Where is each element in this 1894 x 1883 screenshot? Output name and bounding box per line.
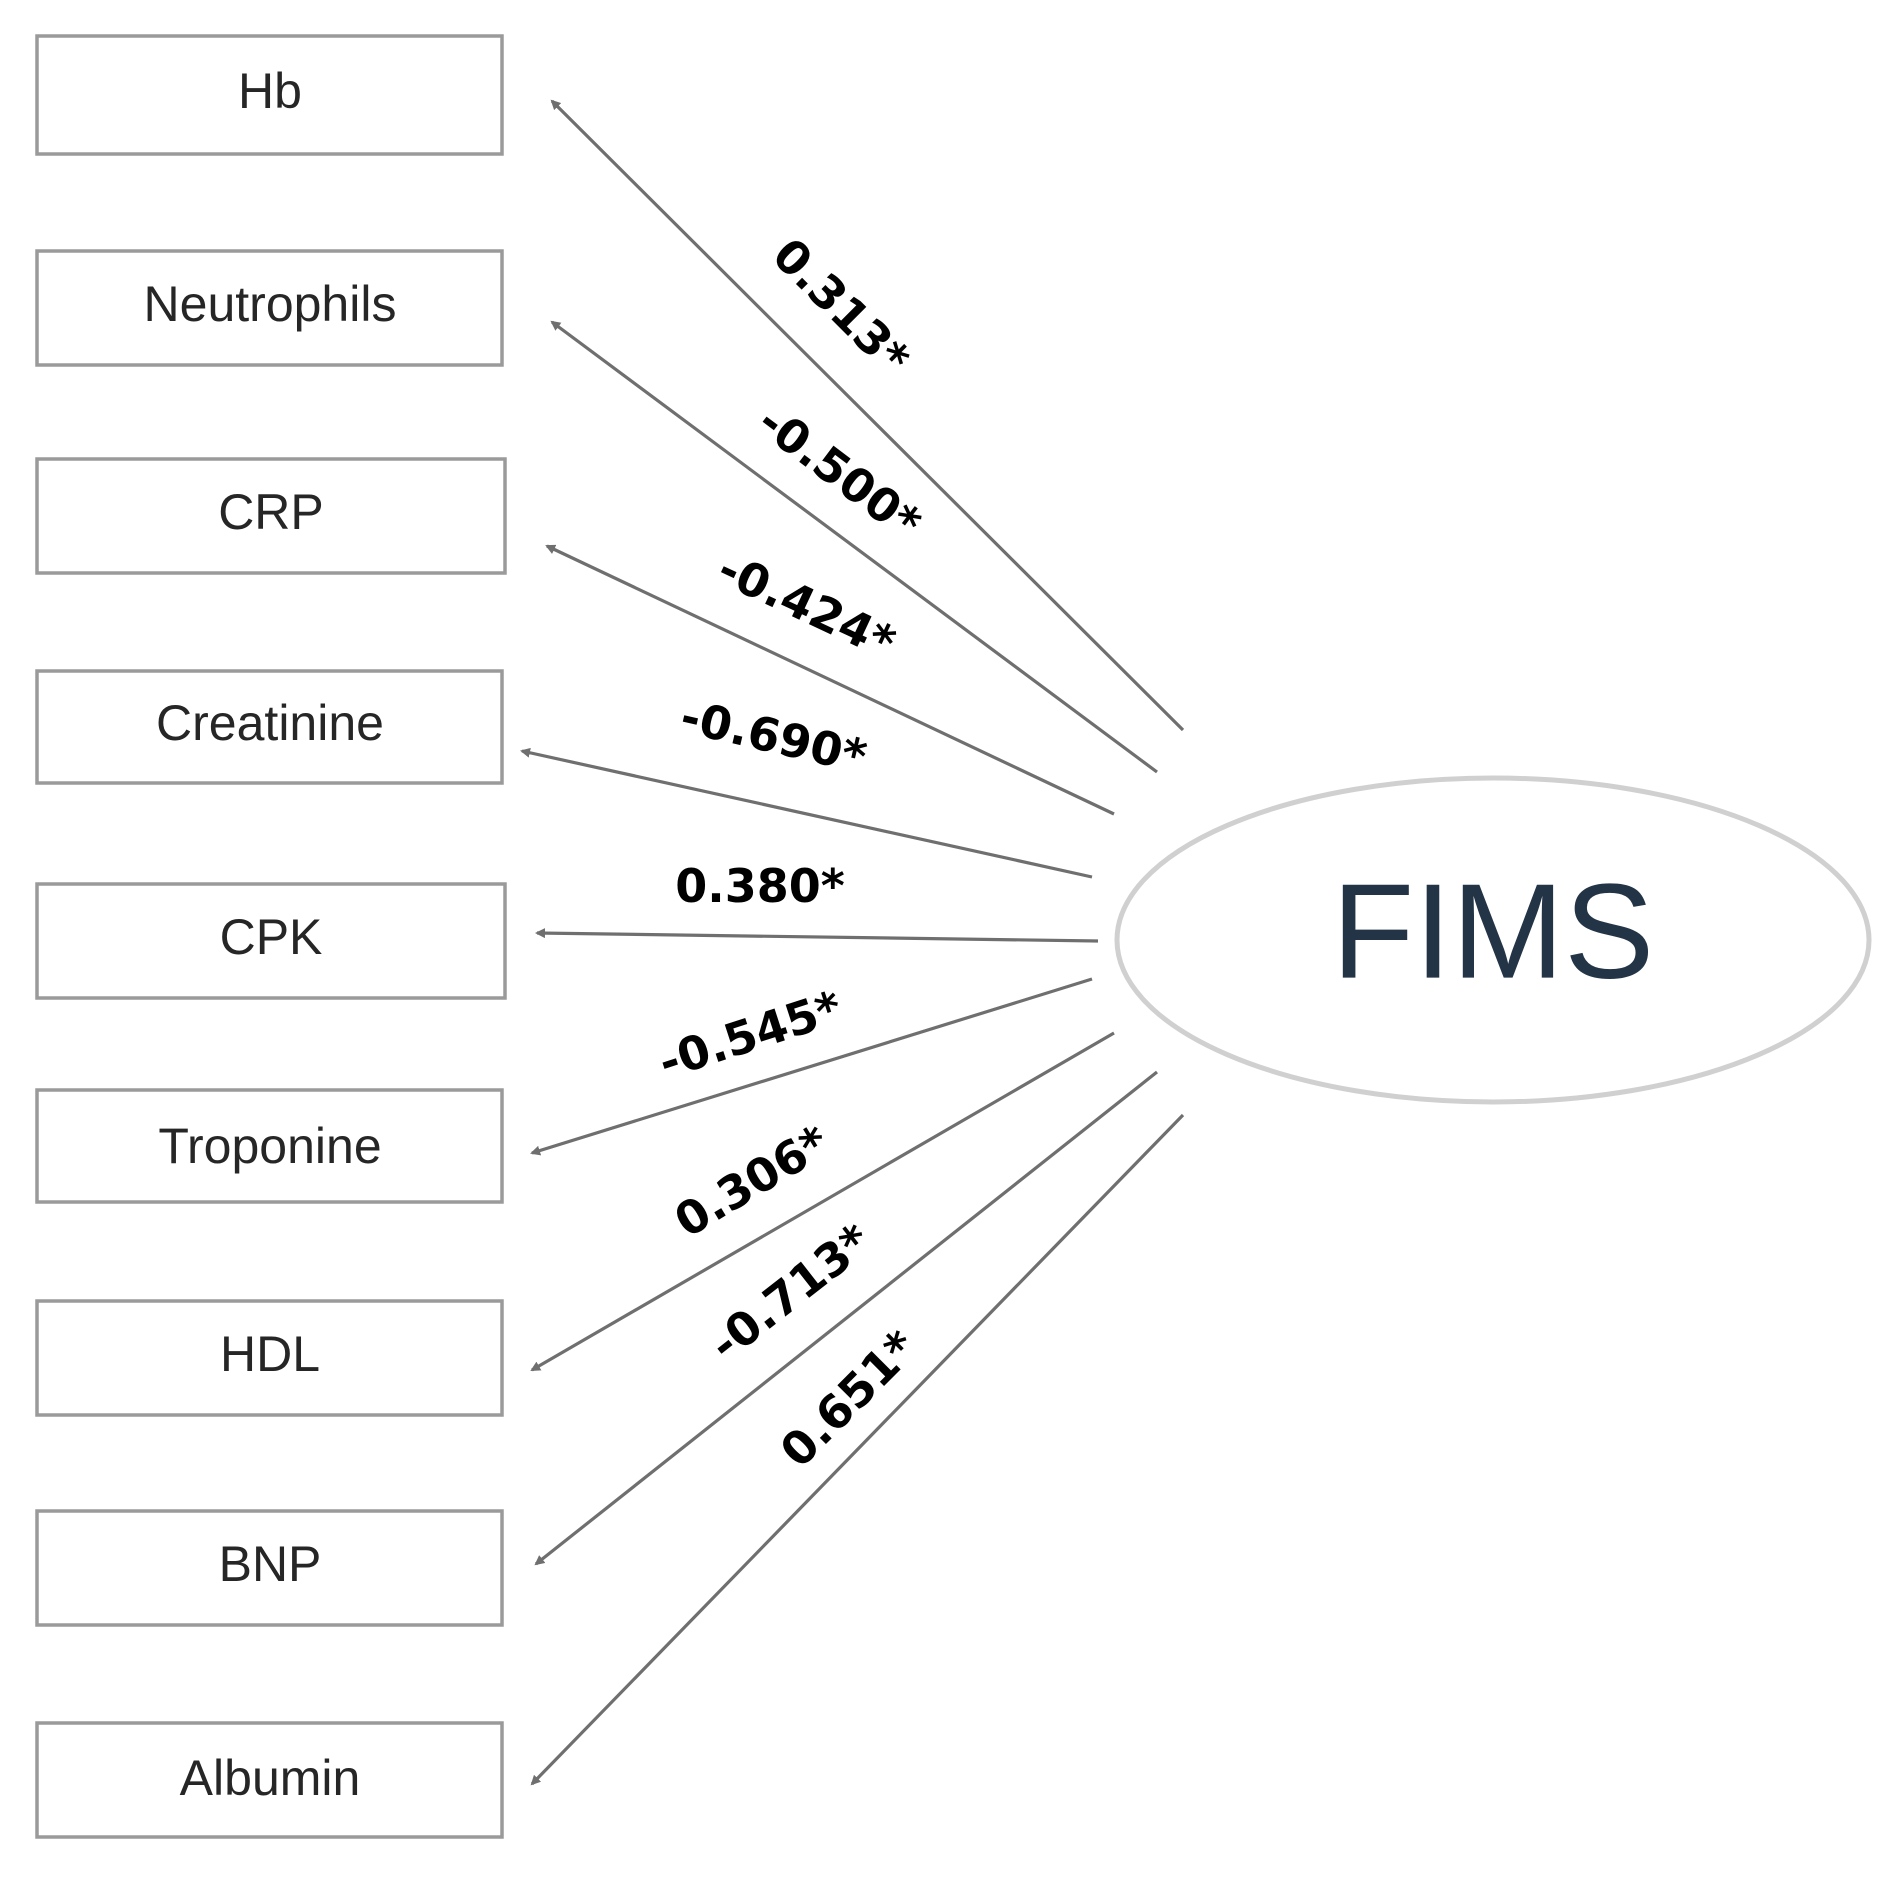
indicator-hdl: HDL bbox=[35, 1299, 504, 1417]
indicator-label: CPK bbox=[220, 909, 323, 965]
indicator-label: Albumin bbox=[180, 1750, 361, 1806]
indicator-troponine: Troponine bbox=[35, 1088, 504, 1204]
coefficient-hb: 0.313* bbox=[762, 228, 920, 386]
indicator-creatinine: Creatinine bbox=[35, 669, 504, 785]
indicator-label: BNP bbox=[219, 1536, 322, 1592]
coefficient-albumin: 0.651* bbox=[770, 1320, 928, 1478]
arrow-creatinine bbox=[520, 747, 1093, 879]
coefficient-neutrophils: -0.500* bbox=[748, 394, 931, 551]
coefficient-creatinine: -0.690* bbox=[676, 689, 872, 784]
arrow-crp bbox=[545, 544, 1115, 816]
indicator-albumin: Albumin bbox=[35, 1721, 504, 1839]
arrow-albumin bbox=[530, 1113, 1185, 1786]
arrow-troponine bbox=[530, 977, 1093, 1156]
arrow-bnp bbox=[534, 1070, 1158, 1566]
indicator-label: Hb bbox=[238, 63, 302, 119]
indicator-label: Creatinine bbox=[156, 695, 384, 751]
coefficient-cpk: 0.380* bbox=[675, 859, 845, 913]
indicator-label: HDL bbox=[220, 1326, 320, 1382]
latent-label: FIMS bbox=[1332, 856, 1654, 1007]
indicator-hb: Hb bbox=[35, 34, 504, 156]
coefficient-troponine: -0.545* bbox=[652, 980, 848, 1090]
coefficient-hdl: 0.306* bbox=[665, 1114, 838, 1248]
arrow-cpk bbox=[535, 928, 1099, 943]
latent-variable: FIMS bbox=[1114, 775, 1872, 1105]
indicator-crp: CRP bbox=[35, 457, 507, 575]
indicator-neutrophils: Neutrophils bbox=[35, 249, 504, 367]
indicator-cpk: CPK bbox=[35, 882, 507, 1000]
arrow-hb bbox=[550, 99, 1185, 732]
indicator-label: Troponine bbox=[158, 1118, 381, 1174]
indicator-bnp: BNP bbox=[35, 1509, 504, 1627]
indicator-label: Neutrophils bbox=[144, 276, 397, 332]
arrow-hdl bbox=[530, 1031, 1115, 1372]
arrow-neutrophils bbox=[550, 320, 1158, 774]
coefficient-bnp: -0.713* bbox=[699, 1213, 881, 1372]
indicator-label: CRP bbox=[218, 484, 324, 540]
